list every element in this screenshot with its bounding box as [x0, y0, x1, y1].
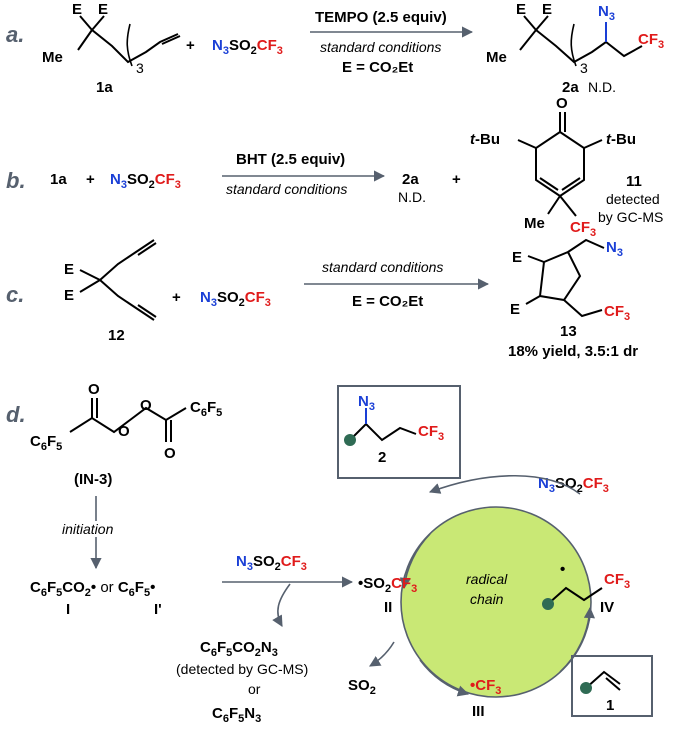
- svg-text:CF3: CF3: [638, 31, 664, 51]
- svg-text:t-Bu: t-Bu: [470, 131, 500, 148]
- alkene-1-box: [571, 655, 653, 717]
- product-13-structure: [525, 238, 605, 318]
- conditions-a: standard conditions: [320, 39, 441, 55]
- svg-text:E: E: [72, 1, 82, 18]
- product-2a-b: 2a: [402, 171, 419, 188]
- svg-text:+: +: [186, 37, 195, 54]
- substrate-1a-b: 1a: [50, 171, 67, 188]
- radical-ii-label: II: [384, 599, 392, 616]
- svg-text:E: E: [98, 1, 108, 18]
- svg-text:+: +: [172, 289, 181, 306]
- svg-text:C6F5: C6F5: [30, 433, 62, 453]
- byproduct-acyl-azide: C6F5CO2N3: [200, 639, 278, 659]
- product-2a-label: 2a: [562, 79, 579, 96]
- sulfur-dioxide: SO2: [348, 677, 376, 697]
- triflyl-azide-d: N3SO2CF3: [236, 553, 307, 573]
- substrate-dot-1: [580, 682, 592, 694]
- svg-text:3: 3: [580, 60, 588, 76]
- svg-text:CF3: CF3: [418, 423, 444, 443]
- panel-c-letter: c.: [6, 282, 24, 307]
- svg-text:E: E: [64, 261, 74, 278]
- adduct-11-label: 11: [626, 173, 642, 190]
- radical-ip-label: I': [154, 601, 162, 618]
- panel-b-letter: b.: [6, 168, 26, 193]
- bht-cf3-adduct-structure: [517, 112, 603, 217]
- substrate-12-label: 12: [108, 327, 125, 344]
- radical-iv-label: IV: [600, 599, 614, 616]
- triflyl-azide-a: N3SO2CF3: [212, 37, 283, 57]
- svg-text:O: O: [164, 445, 176, 462]
- panel-a-letter: a.: [6, 22, 24, 47]
- svg-text:E: E: [542, 1, 552, 18]
- substrate-1a-structure: [77, 15, 181, 67]
- product-13-yield: 18% yield, 3.5:1 dr: [508, 343, 638, 360]
- alkene-1-structure: [585, 670, 621, 691]
- svg-text:N3: N3: [606, 239, 623, 259]
- svg-text:O: O: [140, 397, 152, 414]
- svg-text:Me: Me: [486, 49, 507, 66]
- reagent-bht: BHT (2.5 equiv): [236, 151, 345, 168]
- chain-text-2: chain: [470, 591, 504, 607]
- ester-def-a: E = CO₂Et: [342, 59, 413, 76]
- radical-iv-structure: [547, 586, 603, 605]
- radical-i-label: I: [66, 601, 70, 618]
- svg-text:C6F5: C6F5: [190, 399, 222, 419]
- svg-text:+: +: [86, 171, 95, 188]
- svg-text:t-Bu: t-Bu: [606, 131, 636, 148]
- triflyl-azide-c: N3SO2CF3: [200, 289, 271, 309]
- alkene-1-label: 1: [606, 697, 614, 714]
- substrate-1a-label: 1a: [96, 79, 113, 96]
- svg-text:O: O: [118, 423, 130, 440]
- reagent-tempo: TEMPO (2.5 equiv): [315, 9, 447, 26]
- product-2a-structure: [519, 15, 643, 67]
- svg-text:initiation: initiation: [62, 521, 114, 537]
- radical-iii-species: •CF3: [470, 677, 501, 697]
- radical-chain-circle: [400, 506, 592, 698]
- svg-text:O: O: [556, 95, 568, 112]
- substrate-dot-iv: [542, 598, 554, 610]
- product-2a-note: N.D.: [588, 79, 616, 95]
- initiator-label: (IN-3): [74, 471, 112, 488]
- radical-i-ip: C6F5CO2• or C6F5•: [30, 579, 155, 599]
- product-2-label: 2: [378, 449, 386, 466]
- product-2a-b-note: N.D.: [398, 189, 426, 205]
- byproduct-note: (detected by GC-MS): [176, 661, 308, 677]
- conditions-c: standard conditions: [322, 259, 443, 275]
- svg-text:•: •: [560, 561, 565, 578]
- svg-text:E: E: [510, 301, 520, 318]
- svg-text:E: E: [512, 249, 522, 266]
- svg-text:CF3: CF3: [570, 219, 596, 239]
- svg-text:+: +: [452, 171, 461, 188]
- conditions-b: standard conditions: [226, 181, 347, 197]
- byproduct-aryl-azide: C6F5N3: [212, 705, 261, 725]
- svg-text:N3: N3: [598, 3, 615, 23]
- product-2-structure: [349, 408, 417, 442]
- adduct-11-note2: by GC-MS: [598, 209, 663, 225]
- product-13-label: 13: [560, 323, 577, 340]
- panel-d-letter: d.: [6, 402, 26, 427]
- ester-def-c: E = CO₂Et: [352, 293, 423, 310]
- svg-text:E: E: [64, 287, 74, 304]
- chain-text-1: radical: [466, 571, 508, 587]
- peroxide-in3-structure: [69, 398, 187, 442]
- substrate-dot-2: [344, 434, 356, 446]
- radical-ii-species: •SO2CF3: [358, 575, 417, 595]
- svg-text:O: O: [88, 381, 100, 398]
- substrate-12-structure: [79, 239, 157, 321]
- svg-text:CF3: CF3: [604, 303, 630, 323]
- radical-iii-label: III: [472, 703, 485, 720]
- initiation-label: initiation: [62, 521, 114, 537]
- product-2-box: [337, 385, 461, 479]
- svg-text:CF3: CF3: [604, 571, 630, 591]
- svg-text:3: 3: [136, 60, 144, 76]
- svg-text:E: E: [516, 1, 526, 18]
- svg-text:Me: Me: [524, 215, 545, 232]
- byproduct-or: or: [248, 681, 261, 697]
- triflyl-azide-chain: N3SO2CF3: [538, 475, 609, 495]
- adduct-11-note1: detected: [606, 191, 660, 207]
- triflyl-azide-b: N3SO2CF3: [110, 171, 181, 191]
- svg-text:Me: Me: [42, 49, 63, 66]
